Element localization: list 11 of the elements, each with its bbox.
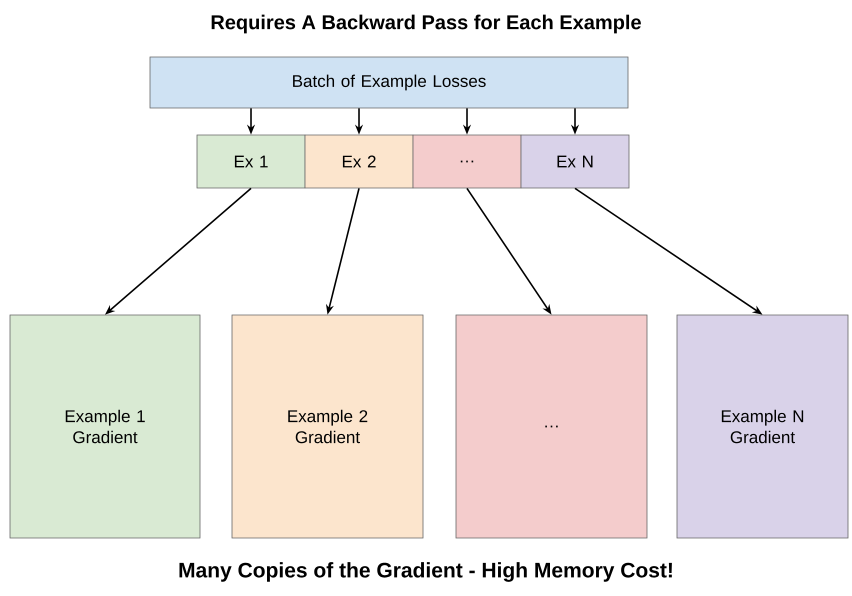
caption: Many Copies of the Gradient - High Memory Cost! (179, 562, 672, 582)
gradient-box: Example 1 Gradient (10, 314, 200, 538)
gradient-box: … (456, 314, 648, 538)
example-box: Ex 1 (196, 134, 306, 188)
gradient-box: Example N Gradient (676, 314, 848, 538)
example-box: Ex N (520, 134, 630, 188)
gradient-box: Example 2 Gradient (232, 314, 424, 538)
batch-box: Batch of Example Losses (150, 56, 628, 108)
example-box: … (412, 134, 522, 188)
example-box: Ex 2 (304, 134, 414, 188)
title: Requires A Backward Pass for Each Example (212, 14, 641, 34)
